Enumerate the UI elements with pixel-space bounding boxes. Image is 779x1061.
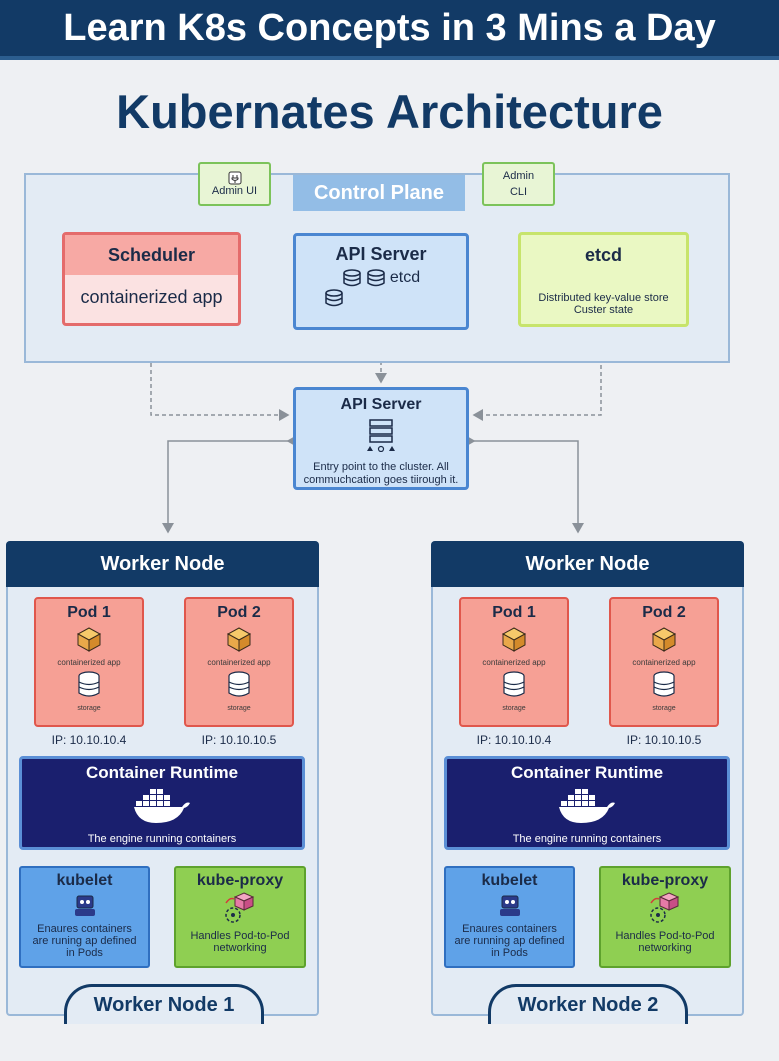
database-icon bbox=[653, 671, 675, 697]
worker2-pod1-label: containerized app bbox=[482, 658, 546, 667]
database-icon bbox=[343, 269, 361, 287]
worker-node-1-footer: Worker Node 1 bbox=[64, 984, 264, 1024]
worker2-pod2: Pod 2 containerized app storage bbox=[609, 597, 719, 727]
worker1-runtime-desc: The engine running containers bbox=[87, 833, 237, 845]
api-worker2-arrow bbox=[465, 435, 584, 534]
worker2-pod2-label2: storage bbox=[652, 705, 676, 712]
worker1-pod2-label: containerized app bbox=[207, 658, 271, 667]
worker2-kubelet: kubelet Enaures containers are running a… bbox=[444, 866, 575, 968]
api-server-entry-desc-line1: Entry point to the cluster. All bbox=[313, 461, 449, 473]
worker1-container-runtime: Container Runtime The engine running con… bbox=[19, 756, 305, 850]
etcd-desc-line1: Distributed key-value store bbox=[538, 292, 669, 304]
worker2-runtime-desc: The engine running containers bbox=[512, 833, 662, 845]
database-icon bbox=[367, 269, 385, 287]
robot-icon bbox=[499, 895, 520, 916]
api-server-subtitle: etcd bbox=[389, 269, 421, 286]
worker2-kubelet-desc-line1: Enaures containers bbox=[462, 923, 557, 935]
scheduler-card: Scheduler containerized app bbox=[62, 232, 241, 326]
network-icon bbox=[225, 892, 255, 923]
worker1-pod2-title: Pod 2 bbox=[217, 604, 261, 621]
api-server-card: API Server etcd bbox=[293, 233, 469, 330]
worker1-pod1-label2: storage bbox=[77, 705, 101, 712]
banner-title: Learn K8s Concepts in 3 Mins a Day bbox=[63, 6, 716, 49]
worker2-pod1-title: Pod 1 bbox=[492, 604, 536, 621]
worker1-pod1-ip: IP: 10.10.10.4 bbox=[51, 733, 127, 747]
cube-icon bbox=[226, 627, 252, 652]
worker1-runtime-title: Container Runtime bbox=[85, 763, 239, 782]
worker2-kube-proxy-title: kube-proxy bbox=[621, 872, 709, 889]
control-plane-label: Control Plane bbox=[293, 175, 465, 211]
page-title: Kubernates Architecture bbox=[116, 85, 663, 138]
worker1-pod2: Pod 2 containerized app storage bbox=[184, 597, 294, 727]
worker1-kube-proxy: kube-proxy Handles Pod-to-Pod networking bbox=[174, 866, 306, 968]
plug-icon bbox=[228, 171, 241, 185]
admin-ui-box: Admin UI bbox=[198, 162, 271, 206]
worker1-kubelet: kubelet Enaures containers are runing ap… bbox=[19, 866, 150, 968]
robot-icon bbox=[74, 895, 95, 916]
cube-icon bbox=[501, 627, 527, 652]
database-icon bbox=[78, 671, 100, 697]
banner: Learn K8s Concepts in 3 Mins a Day bbox=[0, 0, 779, 60]
docker-whale-icon bbox=[134, 789, 190, 823]
database-icon bbox=[325, 289, 343, 307]
worker-node-1-header: Worker Node bbox=[6, 541, 319, 587]
worker1-pod2-label2: storage bbox=[227, 705, 251, 712]
docker-whale-icon bbox=[559, 789, 615, 823]
network-icon bbox=[650, 892, 680, 923]
api-worker1-arrow bbox=[162, 435, 297, 534]
worker2-kubelet-desc-line2: are running ap defined bbox=[454, 935, 565, 947]
worker1-kubelet-desc-line1: Enaures containers bbox=[37, 923, 132, 935]
scheduler-subtitle: containerized app bbox=[80, 287, 223, 307]
worker2-kube-proxy-desc-line2: networking bbox=[638, 942, 692, 954]
api-server-entry-card: API Server Entry point to the cluster. A… bbox=[293, 387, 469, 490]
worker-node-2-footer: Worker Node 2 bbox=[488, 984, 688, 1024]
worker2-kube-proxy-desc-line1: Handles Pod-to-Pod bbox=[615, 930, 715, 942]
database-icon bbox=[503, 671, 525, 697]
worker2-pod1: Pod 1 containerized app storage bbox=[459, 597, 569, 727]
worker2-container-runtime: Container Runtime The engine running con… bbox=[444, 756, 730, 850]
worker2-kubelet-title: kubelet bbox=[481, 872, 538, 889]
worker1-pod1-title: Pod 1 bbox=[67, 604, 111, 621]
database-icon bbox=[228, 671, 250, 697]
worker-node-2-header: Worker Node bbox=[431, 541, 744, 587]
admin-cli-box: Admin CLI bbox=[482, 162, 555, 206]
cube-icon bbox=[651, 627, 677, 652]
server-icon bbox=[367, 419, 395, 453]
api-server-entry-title: API Server bbox=[340, 396, 422, 413]
scheduler-title: Scheduler bbox=[107, 244, 196, 265]
etcd-title: etcd bbox=[584, 244, 622, 265]
api-server-title: API Server bbox=[335, 244, 427, 264]
worker1-kubelet-desc-line2: are runing ap defined bbox=[32, 935, 137, 947]
worker1-kube-proxy-desc-line2: networking bbox=[213, 942, 267, 954]
etcd-desc-line2: Custer state bbox=[573, 304, 634, 316]
worker1-pod1: Pod 1 containerized app storage bbox=[34, 597, 144, 727]
worker2-pod2-title: Pod 2 bbox=[642, 604, 686, 621]
worker1-kubelet-title: kubelet bbox=[56, 872, 113, 889]
worker2-kube-proxy: kube-proxy Handles Pod-to-Pod networking bbox=[599, 866, 731, 968]
etcd-card: etcd Distributed key-value store Custer … bbox=[518, 232, 689, 327]
worker1-kube-proxy-title: kube-proxy bbox=[196, 872, 284, 889]
cube-icon bbox=[76, 627, 102, 652]
worker2-kubelet-desc-line3: in Pods bbox=[491, 947, 528, 959]
worker2-pod2-ip: IP: 10.10.10.5 bbox=[626, 733, 702, 747]
worker1-pod2-ip: IP: 10.10.10.5 bbox=[201, 733, 277, 747]
worker2-runtime-title: Container Runtime bbox=[510, 763, 664, 782]
admin-ui-label: Admin UI bbox=[211, 185, 258, 197]
admin-cli-label: Admin CLI bbox=[502, 170, 535, 198]
api-server-entry-desc-line2: commuchcation goes tiirough it. bbox=[303, 474, 459, 486]
worker2-pod1-ip: IP: 10.10.10.4 bbox=[476, 733, 552, 747]
worker1-kube-proxy-desc-line1: Handles Pod-to-Pod bbox=[190, 930, 290, 942]
worker1-pod1-label: containerized app bbox=[57, 658, 121, 667]
worker1-kubelet-desc-line3: in Pods bbox=[66, 947, 103, 959]
worker2-pod1-label2: storage bbox=[502, 705, 526, 712]
worker2-pod2-label: containerized app bbox=[632, 658, 696, 667]
